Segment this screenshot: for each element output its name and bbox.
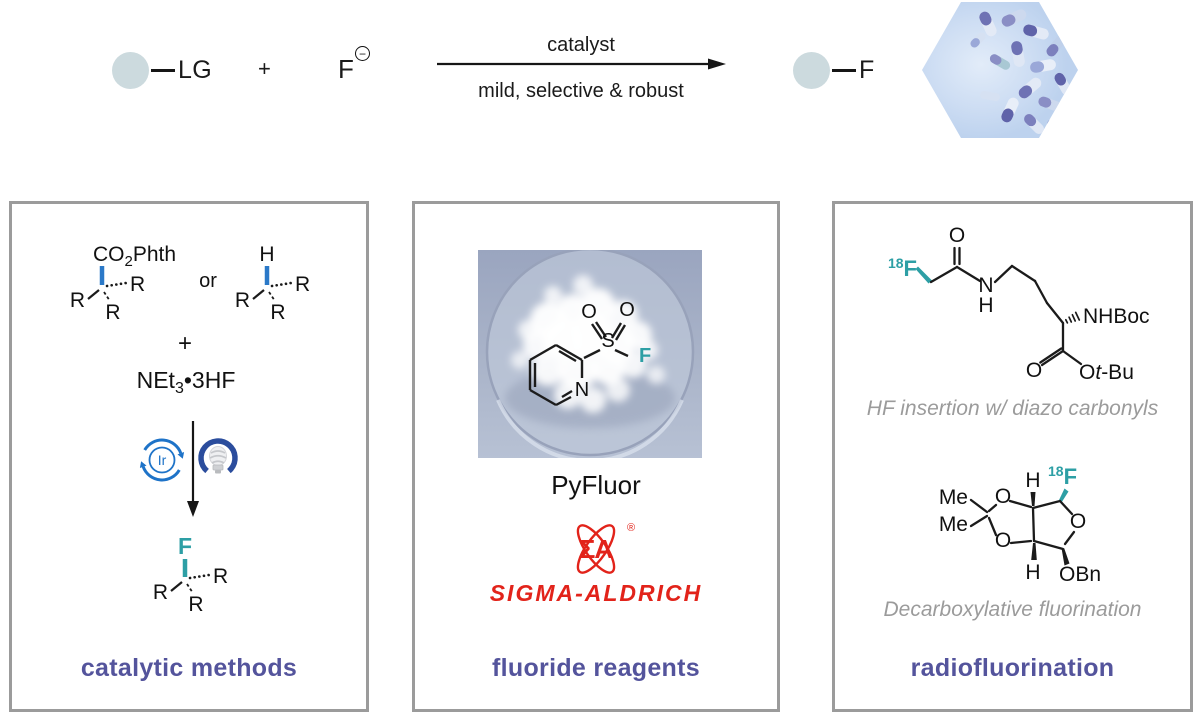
otbu-label: Ot-Bu [1079, 361, 1134, 384]
product-label: F [859, 56, 875, 84]
r-label: R [270, 301, 285, 324]
product-ball-icon [793, 52, 830, 89]
caption-decarboxylative: Decarboxylative fluorination [883, 598, 1142, 621]
negative-charge-icon: − [355, 46, 370, 61]
o-label: O [949, 224, 965, 247]
pyfluor-structure: N S O O F [528, 299, 651, 407]
co2phth-label: CO [93, 243, 125, 266]
plus-label: + [178, 330, 192, 357]
panel-catalytic-methods: CO2Phth R R R or H R R R [9, 201, 369, 712]
substrate-label: LG [178, 56, 212, 84]
r-label: R [105, 301, 120, 324]
panel-radiofluorination: 18F O N H NHBoc O [832, 201, 1193, 712]
n-label: N [575, 379, 589, 401]
r-label: R [295, 273, 310, 296]
mol-product-fluoride: F R R R [153, 533, 228, 616]
ir-cycle-icon: Ir [139, 438, 185, 482]
sigma-a-glyph: ΣA [580, 534, 614, 564]
sigma-aldrich-logo: ΣA ® SIGMA-ALDRICH [490, 522, 703, 606]
caption-hf-insertion: HF insertion w/ diazo carbonyls [866, 397, 1159, 420]
18f-label: 18F [888, 255, 917, 281]
18f-label: 18F [1048, 463, 1077, 489]
s-label: S [601, 330, 614, 352]
f-label: F [639, 345, 651, 367]
product-bond [832, 69, 856, 72]
mol-substrate-phth: CO2Phth R R R [70, 243, 176, 324]
crystal-blobs [511, 275, 665, 413]
ir-label: Ir [158, 452, 167, 468]
amine-reagent-label: NEt3•3HF [137, 367, 236, 397]
reaction-down-arrow [187, 421, 199, 517]
product-group: F [793, 52, 875, 89]
o-label: O [619, 299, 635, 321]
mol-substrate-h: H R R R [235, 243, 310, 324]
panel-title: fluoride reagents [492, 654, 700, 682]
panel-title: catalytic methods [80, 654, 298, 682]
o-label: O [581, 301, 597, 323]
panel-fluoride-reagents: N S O O F PyFluor ΣA ® SIGMA-ALDRICH flu… [412, 201, 780, 712]
substrate-group: LG [112, 52, 212, 89]
r-label: R [188, 593, 203, 616]
substrate-ball-icon [112, 52, 149, 89]
panel1-structures: CO2Phth R R R or H R R R [70, 243, 310, 616]
condition-bottom: mild, selective & robust [478, 80, 684, 102]
reaction-arrow-group: catalyst mild, selective & robust [436, 34, 726, 103]
fluoride-symbol: F [338, 54, 354, 84]
f-label: F [178, 533, 192, 559]
capsules-hexagon-image [922, 2, 1078, 138]
h-label: H [259, 243, 274, 266]
r-label: R [213, 565, 228, 588]
o-label: O [1026, 359, 1042, 382]
condition-top: catalyst [547, 34, 615, 56]
substrate-bond [151, 69, 175, 72]
panel-title: radiofluorination [910, 654, 1115, 682]
lightbulb-icon [198, 438, 238, 478]
or-label: or [199, 270, 217, 292]
atom-icon: ΣA ® [576, 522, 635, 574]
pyfluor-label: PyFluor [551, 470, 641, 500]
r-label: R [153, 581, 168, 604]
obn-label: OBn [1059, 563, 1101, 586]
sigma-aldrich-wordmark: SIGMA-ALDRICH [490, 580, 703, 606]
r-label: R [130, 273, 145, 296]
me-label: Me [939, 486, 968, 509]
h-label: H [1025, 561, 1040, 584]
h-label: H [978, 294, 993, 317]
svg-text:CO2Phth: CO2Phth [93, 243, 176, 270]
crystals-photo: N S O O F [478, 250, 702, 458]
h-label: H [1025, 469, 1040, 492]
nhboc-label: NHBoc [1083, 305, 1150, 328]
r-label: R [235, 289, 250, 312]
mol-18f-sugar: Me Me O O H H 18F O [939, 463, 1101, 586]
o-label: O [995, 485, 1011, 508]
n-label: N [978, 274, 993, 297]
me-label: Me [939, 513, 968, 536]
reaction-arrow [437, 58, 726, 70]
fluoride-ion: F − [338, 46, 380, 90]
o-label: O [1070, 510, 1086, 533]
panel3-structures: 18F O N H NHBoc O [888, 224, 1150, 586]
o-label: O [995, 529, 1011, 552]
r-label: R [70, 289, 85, 312]
registered-icon: ® [627, 522, 635, 534]
plus-sign: + [258, 56, 271, 81]
mol-18f-amide: 18F O N H NHBoc O [888, 224, 1150, 384]
capsule-icons [970, 9, 1072, 134]
